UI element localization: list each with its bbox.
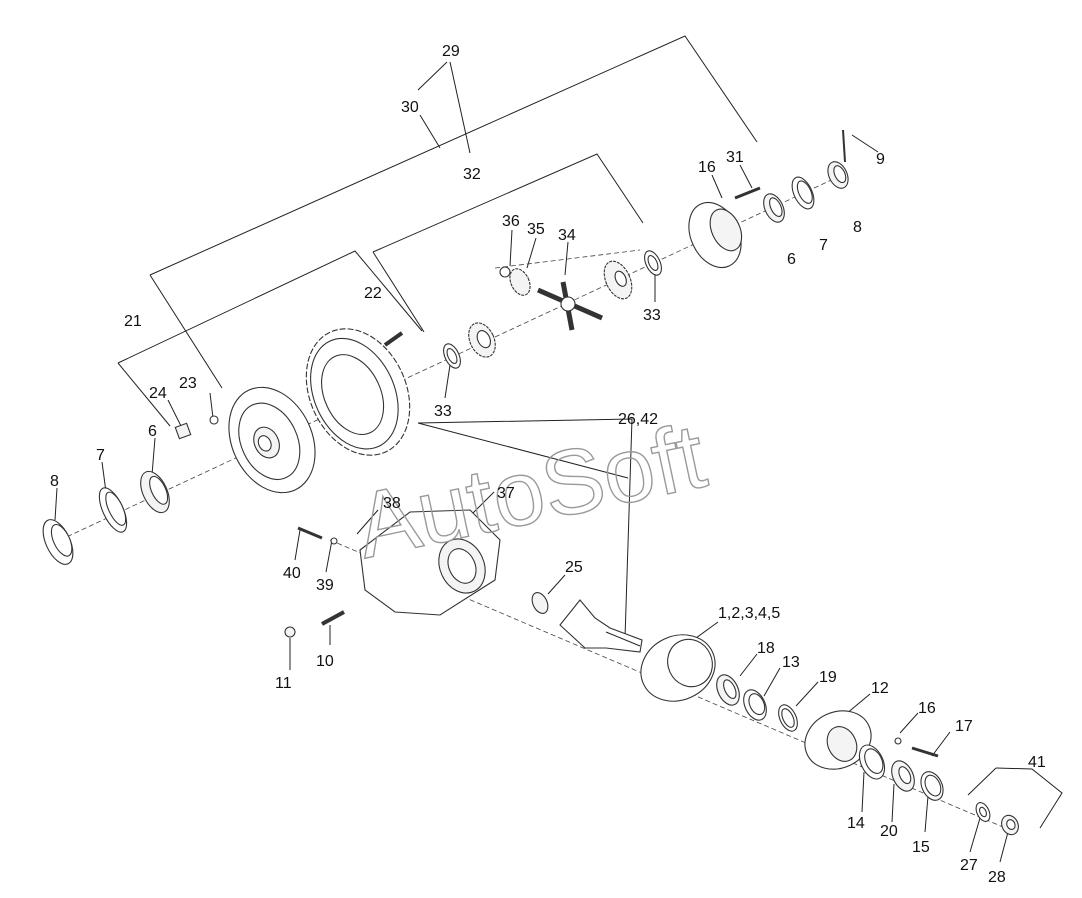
washer-36 [499,266,511,278]
callout-22: 22 [364,285,382,302]
side-gear-lower [468,322,496,358]
callout-29: 29 [442,43,460,60]
nut-24 [174,422,192,440]
bolt-22 [383,331,404,347]
callout-36: 36 [502,213,520,230]
callout-6-left: 6 [148,423,157,440]
bolt-40 [297,526,323,540]
callout-25: 25 [565,559,583,576]
callout-18: 18 [757,640,775,657]
bearing-18 [716,674,740,706]
callout-1-5: 1,2,3,4,5 [718,605,780,622]
callout-11: 11 [275,675,292,692]
callout-31: 31 [726,149,744,166]
bearing-left [140,470,170,514]
bearing-20 [891,760,915,792]
callout-labels: 29 30 32 31 16 9 8 6 7 36 35 34 33 21 22… [50,43,1046,886]
callout-10: 10 [316,653,334,670]
differential-case-right [688,202,743,268]
callout-32: 32 [463,166,481,183]
stud-10 [321,610,345,626]
nut-28 [1001,814,1019,836]
callout-27: 27 [960,857,978,874]
thrust-washer-upper [644,250,662,276]
differential-case-half [228,386,316,494]
callout-37: 37 [497,485,515,502]
seal-15 [920,771,944,801]
bearing-cone-left [42,519,74,565]
washer-27 [975,802,991,822]
callout-20: 20 [880,823,898,840]
callout-41: 41 [1028,754,1046,771]
callout-19: 19 [819,669,837,686]
callout-21: 21 [124,313,142,330]
pin-9 [842,129,846,163]
callout-7: 7 [819,237,828,254]
callout-16: 16 [698,159,716,176]
spacer-19 [778,704,798,732]
callout-16-lower: 16 [918,700,936,717]
callout-17: 17 [955,718,973,735]
shim-pack [640,634,716,702]
nut-11 [284,626,296,638]
ring-gear [305,328,411,456]
callout-12: 12 [871,680,889,697]
pinion-gear-35 [509,268,531,296]
bracket-lines [117,35,1063,829]
washer-16b [894,737,902,745]
bolt-31 [734,186,761,200]
callout-33: 33 [643,307,661,324]
callout-6: 6 [787,251,796,268]
pinion-bearing-25 [531,592,549,614]
callout-30: 30 [401,99,419,116]
callout-39: 39 [316,577,334,594]
callout-33-lower: 33 [434,403,452,420]
bearing-cone-right [827,161,849,189]
callout-13: 13 [782,654,800,671]
washer-39 [330,537,338,545]
leader-lines [54,134,1009,863]
callout-38: 38 [383,495,401,512]
drive-pinion [559,599,643,653]
bearing-cup-14 [858,744,886,780]
parts [42,129,1019,836]
callout-40: 40 [283,565,301,582]
callout-9: 9 [876,151,885,168]
bearing-right [763,193,785,223]
bearing-cup-13 [743,689,767,721]
callout-7-left: 7 [96,447,105,464]
callout-23: 23 [179,375,197,392]
bolt-17 [911,746,939,758]
callout-26-42: 26,42 [618,411,658,428]
callout-15: 15 [912,839,930,856]
callout-34: 34 [558,227,576,244]
bearing-cup-right [791,176,815,210]
thrust-washer-lower [443,343,461,369]
callout-28: 28 [988,869,1006,886]
bearing-cup-left [98,487,128,533]
callout-24: 24 [149,385,167,402]
callout-8-left: 8 [50,473,59,490]
bearing-cage-12 [804,710,872,770]
side-gear-upper [603,260,633,300]
callout-8: 8 [853,219,862,236]
washer-23 [209,415,219,425]
callout-35: 35 [527,221,545,238]
spider-34 [536,281,604,331]
carrier-housing [359,509,501,616]
callout-14: 14 [847,815,865,832]
